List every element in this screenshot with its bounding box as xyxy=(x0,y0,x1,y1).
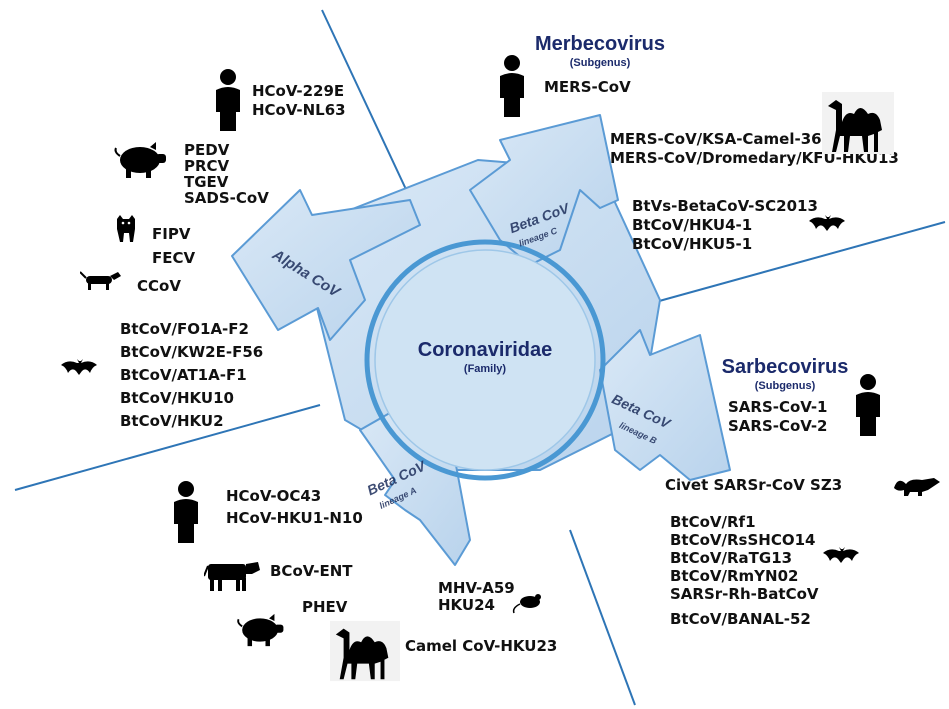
group-pig-embeco: PHEV xyxy=(302,598,347,617)
virus-label: BtCoV/Rf1 xyxy=(670,513,819,531)
virus-label: BtCoV/FO1A-F2 xyxy=(120,318,263,341)
human-silhouette-icon xyxy=(496,52,528,120)
group-cow-embeco: BCoV-ENT xyxy=(270,562,353,581)
virus-label: BtCoV/HKU4-1 xyxy=(632,216,818,235)
group-bat-merbeco: BtVs-BetaCoV-SC2013 BtCoV/HKU4-1 BtCoV/H… xyxy=(632,197,818,254)
group-mouse-embeco: MHV-A59 HKU24 xyxy=(438,580,515,614)
group-civet-sarbeco: Civet SARSr-CoV SZ3 xyxy=(665,476,842,495)
group-bat-alpha: BtCoV/FO1A-F2 BtCoV/KW2E-F56 BtCoV/AT1A-… xyxy=(120,318,263,433)
human-silhouette-icon xyxy=(852,372,884,438)
group-human-merbeco: MERS-CoV xyxy=(544,78,631,97)
pig-icon xyxy=(112,140,170,180)
virus-label: BCoV-ENT xyxy=(270,562,353,581)
virus-label: BtCoV/HKU5-1 xyxy=(632,235,818,254)
virus-label: BtCoV/RsSHCO14 xyxy=(670,531,819,549)
civet-icon xyxy=(892,470,942,496)
virus-label: HCoV-229E xyxy=(252,82,346,101)
bat-icon xyxy=(822,545,860,565)
virus-label: FECV xyxy=(152,246,195,270)
camel-icon xyxy=(330,618,400,684)
virus-label: PHEV xyxy=(302,598,347,617)
camel-icon xyxy=(822,92,894,154)
virus-label: BtCoV/AT1A-F1 xyxy=(120,364,263,387)
group-human-alpha: HCoV-229E HCoV-NL63 xyxy=(252,82,346,120)
virus-label: HKU24 xyxy=(438,597,515,614)
bat-icon xyxy=(808,213,846,233)
virus-label: CCoV xyxy=(137,277,181,296)
group-bat-sarbeco: BtCoV/Rf1 BtCoV/RsSHCO14 BtCoV/RaTG13 Bt… xyxy=(670,513,819,603)
human-silhouette-icon xyxy=(212,68,244,132)
group-cat-alpha: FIPV FECV xyxy=(152,222,195,270)
virus-label: HCoV-NL63 xyxy=(252,101,346,120)
group-camel-embeco: Camel CoV-HKU23 xyxy=(405,637,557,656)
sarbecovirus-title: Sarbecovirus xyxy=(705,355,865,379)
merbecovirus-title: Merbecovirus xyxy=(520,32,680,56)
pig-icon xyxy=(235,612,287,648)
cat-icon xyxy=(114,215,138,243)
group-human-embeco: HCoV-OC43 HCoV-HKU1-N10 xyxy=(226,485,363,529)
merbecovirus-subtitle: (Subgenus) xyxy=(520,56,680,70)
virus-label: SARS-CoV-1 xyxy=(728,398,828,417)
virus-label: BtCoV/HKU10 xyxy=(120,387,263,410)
group-human-sarbeco: SARS-CoV-1 SARS-CoV-2 xyxy=(728,398,828,436)
virus-label: HCoV-OC43 xyxy=(226,485,363,507)
sarbecovirus-heading: Sarbecovirus (Subgenus) xyxy=(705,355,865,393)
group-pig-alpha: PEDV PRCV TGEV SADS-CoV xyxy=(184,142,269,206)
sarbecovirus-subtitle: (Subgenus) xyxy=(705,379,865,393)
virus-label: BtVs-BetaCoV-SC2013 xyxy=(632,197,818,216)
virus-label: BtCoV/BANAL-52 xyxy=(670,610,811,629)
group-bat-sarbeco-extra: BtCoV/BANAL-52 xyxy=(670,610,811,629)
virus-label: HCoV-HKU1-N10 xyxy=(226,507,363,529)
bat-icon xyxy=(60,357,98,377)
virus-label: SARSr-Rh-BatCoV xyxy=(670,585,819,603)
merbecovirus-heading: Merbecovirus (Subgenus) xyxy=(520,32,680,70)
dachshund-icon xyxy=(80,266,122,292)
human-silhouette-icon xyxy=(170,480,202,544)
virus-label: BtCoV/RmYN02 xyxy=(670,567,819,585)
virus-label: Camel CoV-HKU23 xyxy=(405,637,557,656)
group-dog-alpha: CCoV xyxy=(137,277,181,296)
virus-label: BtCoV/HKU2 xyxy=(120,410,263,433)
divider-line-bottom xyxy=(570,530,635,705)
virus-label: BtCoV/KW2E-F56 xyxy=(120,341,263,364)
virus-label: TGEV xyxy=(184,174,269,190)
virus-label: PEDV xyxy=(184,142,269,158)
virus-label: Civet SARSr-CoV SZ3 xyxy=(665,476,842,495)
virus-label: FIPV xyxy=(152,222,195,246)
center-label: Coronaviridae (Family) xyxy=(410,338,560,376)
virus-label: MERS-CoV xyxy=(544,78,631,97)
family-title: Coronaviridae xyxy=(410,338,560,362)
mouse-icon xyxy=(510,592,544,614)
virus-label: SARS-CoV-2 xyxy=(728,417,828,436)
virus-label: SADS-CoV xyxy=(184,190,269,206)
cow-icon xyxy=(204,556,262,592)
family-subtitle: (Family) xyxy=(410,362,560,376)
virus-label: BtCoV/RaTG13 xyxy=(670,549,819,567)
virus-label: PRCV xyxy=(184,158,269,174)
virus-label: MHV-A59 xyxy=(438,580,515,597)
